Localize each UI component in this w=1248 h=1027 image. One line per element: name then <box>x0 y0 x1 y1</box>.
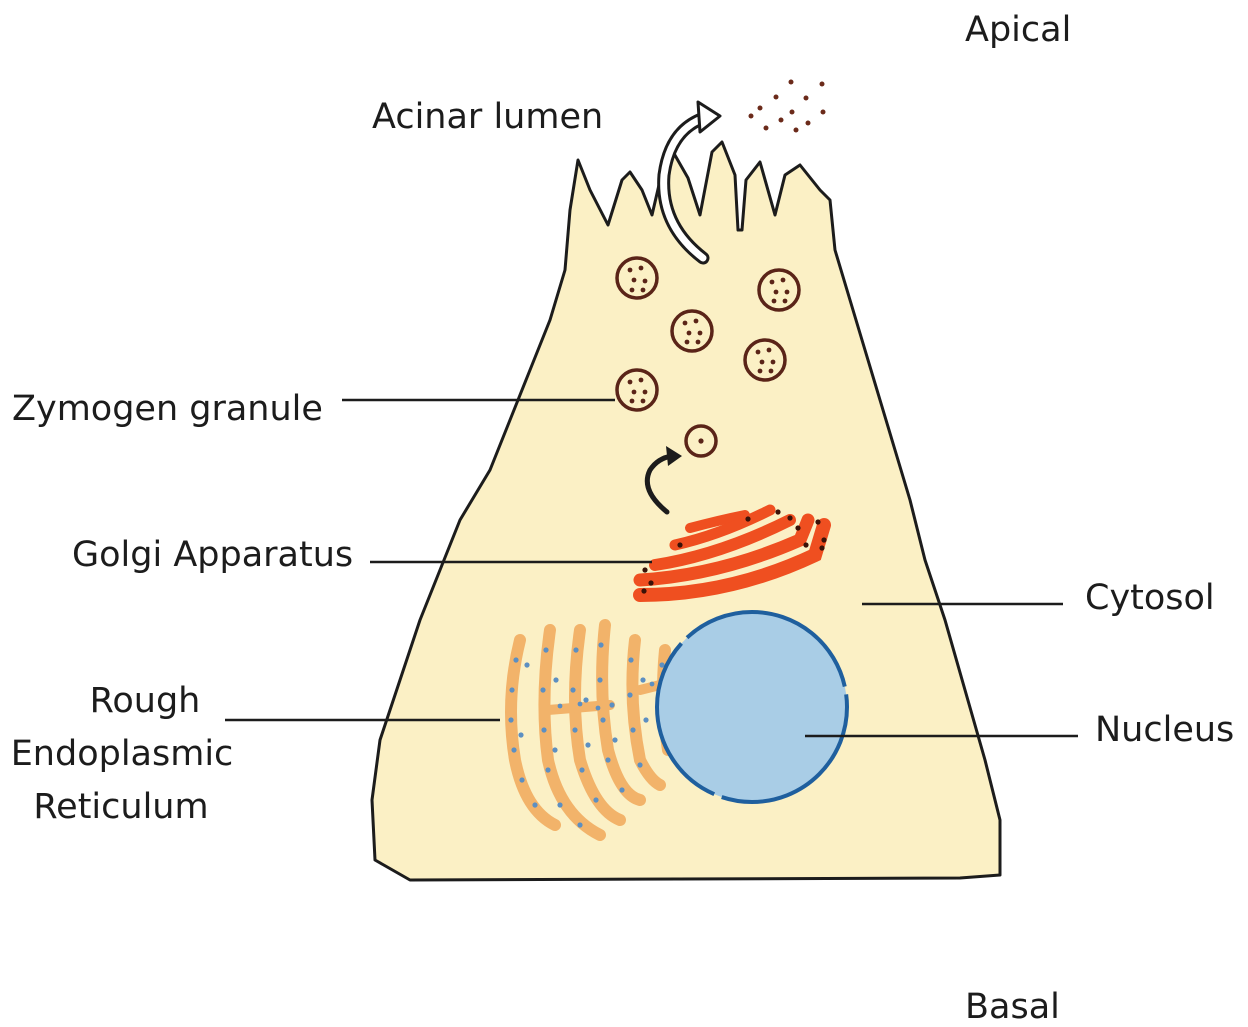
zymogen-granule <box>672 311 712 351</box>
nucleus-label: Nucleus <box>1095 710 1234 750</box>
zymogen-granule-label: Zymogen granule <box>12 389 323 429</box>
golgi-apparatus-label: Golgi Apparatus <box>72 535 353 575</box>
acinar-lumen-label: Acinar lumen <box>372 97 603 137</box>
cytosol-label: Cytosol <box>1085 578 1215 618</box>
zymogen-granule <box>617 370 657 410</box>
apical-label: Apical <box>965 10 1071 50</box>
nucleus <box>657 612 847 802</box>
zymogen-granule <box>745 340 785 380</box>
rer-label-line3: Reticulum <box>33 787 208 827</box>
zymogen-granule <box>759 270 799 310</box>
zymogen-granule <box>617 258 657 298</box>
secreted-zymogen-dots <box>749 80 826 133</box>
rer-label-line2: Endoplasmic <box>11 734 234 774</box>
immature-granule <box>686 426 716 456</box>
basal-label: Basal <box>965 987 1060 1027</box>
rer-label-line1: Rough <box>90 681 201 721</box>
